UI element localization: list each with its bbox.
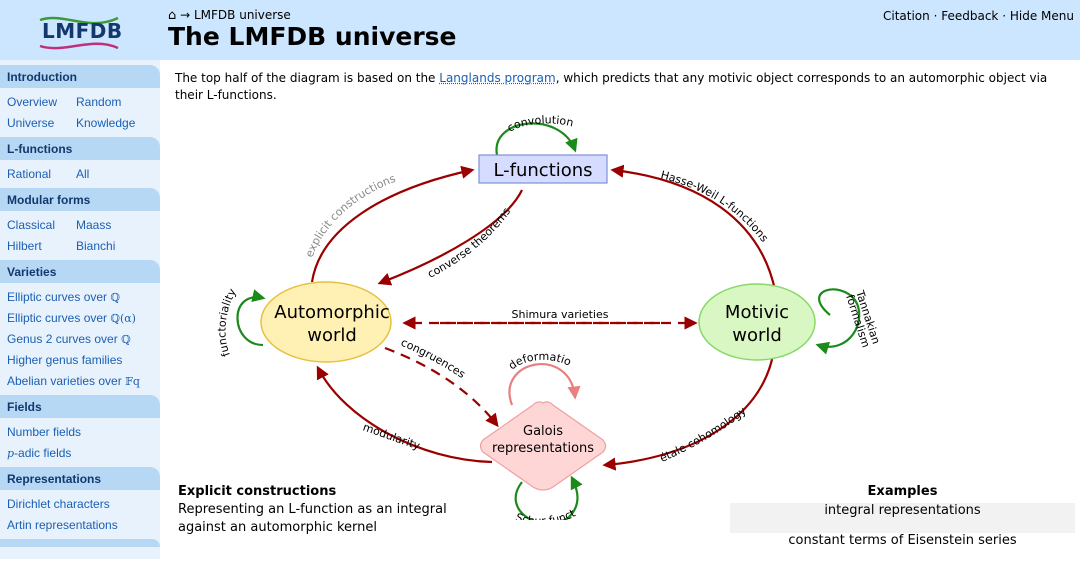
explicit-constructions-label: explicit constructions	[303, 172, 398, 259]
sidebar-heading-varieties[interactable]: Varieties	[0, 260, 160, 283]
sidebar-item-all[interactable]: All	[76, 166, 90, 181]
sidebar-item-classical[interactable]: Classical	[7, 217, 56, 232]
examples-title: Examples	[867, 484, 938, 499]
etale-cohomology-label: étale cohomology	[658, 404, 749, 465]
converse-theorems-arrow	[377, 189, 523, 286]
feedback-link[interactable]: Feedback	[941, 9, 999, 23]
sidebar-item-higher-genus[interactable]: Higher genus families	[7, 352, 123, 367]
motivic-label-line1: Motivic	[725, 302, 789, 323]
sidebar-item-random[interactable]: Random	[76, 94, 122, 109]
automorphic-label-line1: Automorphic	[274, 302, 389, 323]
sidebar-item-rational[interactable]: Rational	[7, 166, 52, 181]
automorphic-world-node	[260, 281, 392, 363]
sidebar-heading-l-functions[interactable]: L-functions	[0, 137, 160, 160]
page-title: The LMFDB universe	[168, 22, 457, 51]
convolution-label: convolution	[505, 113, 575, 134]
hide-menu-link[interactable]: Hide Menu	[1009, 9, 1074, 23]
lmfdb-logo[interactable]: LMFDB	[34, 10, 124, 54]
citation-link[interactable]: Citation	[882, 9, 930, 23]
sidebar-item-number-fields[interactable]: Number fields	[7, 424, 82, 439]
sidebar-heading-next[interactable]	[0, 539, 160, 547]
sidebar-item-universe[interactable]: Universe	[7, 115, 55, 130]
sidebar-item-hilbert[interactable]: Hilbert	[7, 238, 42, 253]
link-separator: ·	[1002, 9, 1007, 23]
logo-graphic	[39, 16, 119, 50]
functoriality-loop	[236, 289, 266, 347]
top-links: Citation · Feedback · Hide Menu	[883, 9, 1074, 23]
sidebar-item-bianchi[interactable]: Bianchi	[76, 238, 116, 253]
link-separator: ·	[933, 9, 938, 23]
explicit-constructions-arrow	[310, 165, 475, 283]
sidebar-item-genus2-curves[interactable]: Genus 2 curves over ℚ	[7, 331, 131, 346]
galois-representations-node	[479, 401, 607, 491]
sidebar-item-overview[interactable]: Overview	[7, 94, 58, 109]
sidebar-heading-representations[interactable]: Representations	[0, 467, 160, 490]
functoriality-label: functoriality	[215, 286, 239, 359]
sidebar: Introduction Overview Random Universe Know…	[0, 60, 160, 559]
galois-label-line1: Galois	[523, 424, 563, 439]
etale-cohomology-arrow	[602, 354, 775, 471]
home-icon[interactable]: ⌂	[168, 8, 177, 23]
example-item[interactable]: constant terms of Eisenstein series	[730, 533, 1075, 563]
sidebar-item-elliptic-curves-q[interactable]: Elliptic curves over ℚ	[7, 289, 120, 304]
sidebar-item-maass[interactable]: Maass	[76, 217, 112, 232]
congruences-arrow	[384, 346, 499, 428]
motivic-label-line2: world	[732, 325, 782, 346]
sidebar-heading-introduction[interactable]: Introduction	[0, 65, 160, 88]
galois-label-line2: representations	[492, 441, 594, 456]
sidebar-item-dirichlet-characters[interactable]: Dirichlet characters	[7, 496, 110, 511]
hasse-weil-arrow	[610, 164, 777, 291]
sidebar-item-padic-fields[interactable]: p-adic fields	[7, 445, 72, 460]
lmfdb-universe-diagram: L-functions Automorphic world Motivic wo…	[170, 110, 883, 520]
shimura-label: Shimura varieties	[512, 308, 609, 321]
hasse-weil-label: Hasse-Weil L-functions	[659, 168, 771, 244]
explicit-constructions-description: Representing an L-function as an integra…	[178, 502, 447, 535]
langlands-link[interactable]: Langlands program	[439, 71, 556, 85]
logo-text: LMFDB	[42, 19, 123, 43]
breadcrumb: ⌂ → LMFDB universe	[168, 8, 291, 23]
automorphic-label-line2: world	[307, 325, 357, 346]
schur-functors-loop	[514, 475, 583, 520]
breadcrumb-current: LMFDB universe	[193, 8, 291, 22]
sidebar-item-artin-representations[interactable]: Artin representations	[7, 517, 118, 532]
l-functions-node	[478, 154, 608, 184]
l-functions-label: L-functions	[493, 160, 592, 181]
modularity-arrow	[316, 365, 493, 464]
converse-theorems-label: converse theorems	[425, 205, 513, 281]
sidebar-heading-fields[interactable]: Fields	[0, 395, 160, 418]
explicit-constructions-title: Explicit constructions	[178, 484, 337, 499]
header: LMFDB ⌂ → LMFDB universe The LMFDB unive…	[0, 0, 1080, 60]
sidebar-item-knowledge[interactable]: Knowledge	[76, 115, 136, 130]
examples-list: integral representations constant terms …	[730, 503, 1075, 563]
sidebar-heading-modular-forms[interactable]: Modular forms	[0, 188, 160, 211]
sidebar-item-abelian-varieties[interactable]: Abelian varieties over 𝔽q	[7, 373, 140, 388]
example-item[interactable]: integral representations	[824, 503, 981, 518]
deformation-loop	[508, 363, 581, 406]
motivic-world-node	[698, 283, 816, 361]
sidebar-item-elliptic-curves-qa[interactable]: Elliptic curves over ℚ(α)	[7, 310, 136, 325]
intro-text: The top half of the diagram is based on …	[175, 71, 1048, 102]
tannakian-loop	[815, 288, 861, 355]
modularity-label: modularity	[361, 421, 422, 453]
breadcrumb-separator: →	[180, 8, 191, 22]
convolution-loop	[495, 122, 578, 156]
